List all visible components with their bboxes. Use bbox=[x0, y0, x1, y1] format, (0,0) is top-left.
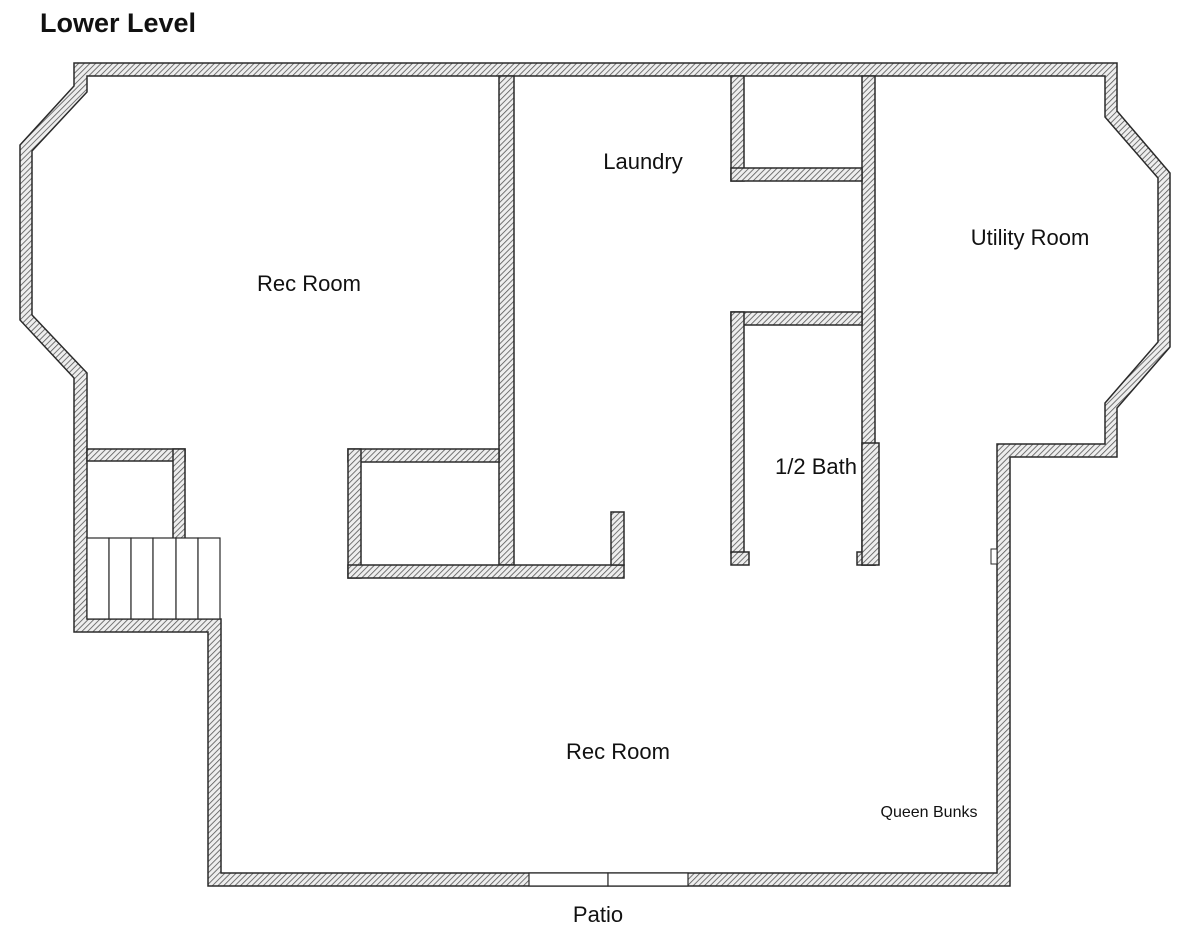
small-closet-bottom-wall bbox=[730, 167, 863, 182]
half-bath-label: 1/2 Bath bbox=[775, 454, 857, 479]
bath-left-wall bbox=[730, 311, 745, 554]
small-closet-left-wall bbox=[730, 75, 745, 182]
stair-tread bbox=[197, 537, 221, 620]
rec-room-upper-label: Rec Room bbox=[257, 271, 361, 296]
stair-closet-right-wall bbox=[172, 448, 186, 540]
closet-left-wall bbox=[347, 448, 362, 579]
exterior-wall bbox=[19, 62, 1171, 887]
patio-door-panel-right bbox=[607, 872, 689, 887]
rec-laundry-wall bbox=[498, 75, 515, 566]
stairs bbox=[86, 537, 221, 620]
walls bbox=[19, 62, 1171, 887]
laundry-bottom-wall bbox=[347, 564, 625, 579]
floor-plan-title: Lower Level bbox=[40, 8, 197, 38]
patio-door-panel-left bbox=[528, 872, 609, 887]
rec-room-lower-label: Rec Room bbox=[566, 739, 670, 764]
stair-tread bbox=[108, 537, 132, 620]
utility-room-label: Utility Room bbox=[971, 225, 1090, 250]
patio-door bbox=[528, 872, 689, 887]
stair-tread bbox=[152, 537, 177, 620]
stair-tread bbox=[86, 537, 110, 620]
patio-label: Patio bbox=[573, 902, 623, 927]
bath-left-jamb bbox=[730, 551, 750, 566]
stair-tread bbox=[175, 537, 199, 620]
queen-bunks-label: Queen Bunks bbox=[881, 804, 978, 821]
side-door-marker bbox=[990, 548, 998, 565]
laundry-door-jamb bbox=[610, 511, 625, 566]
bath-right-wall-lower bbox=[861, 442, 880, 566]
stair-tread bbox=[130, 537, 154, 620]
bath-top-wall bbox=[730, 311, 863, 326]
closet-top-wall bbox=[347, 448, 500, 463]
stair-closet-top-wall bbox=[86, 448, 186, 462]
laundry-label: Laundry bbox=[603, 149, 683, 174]
